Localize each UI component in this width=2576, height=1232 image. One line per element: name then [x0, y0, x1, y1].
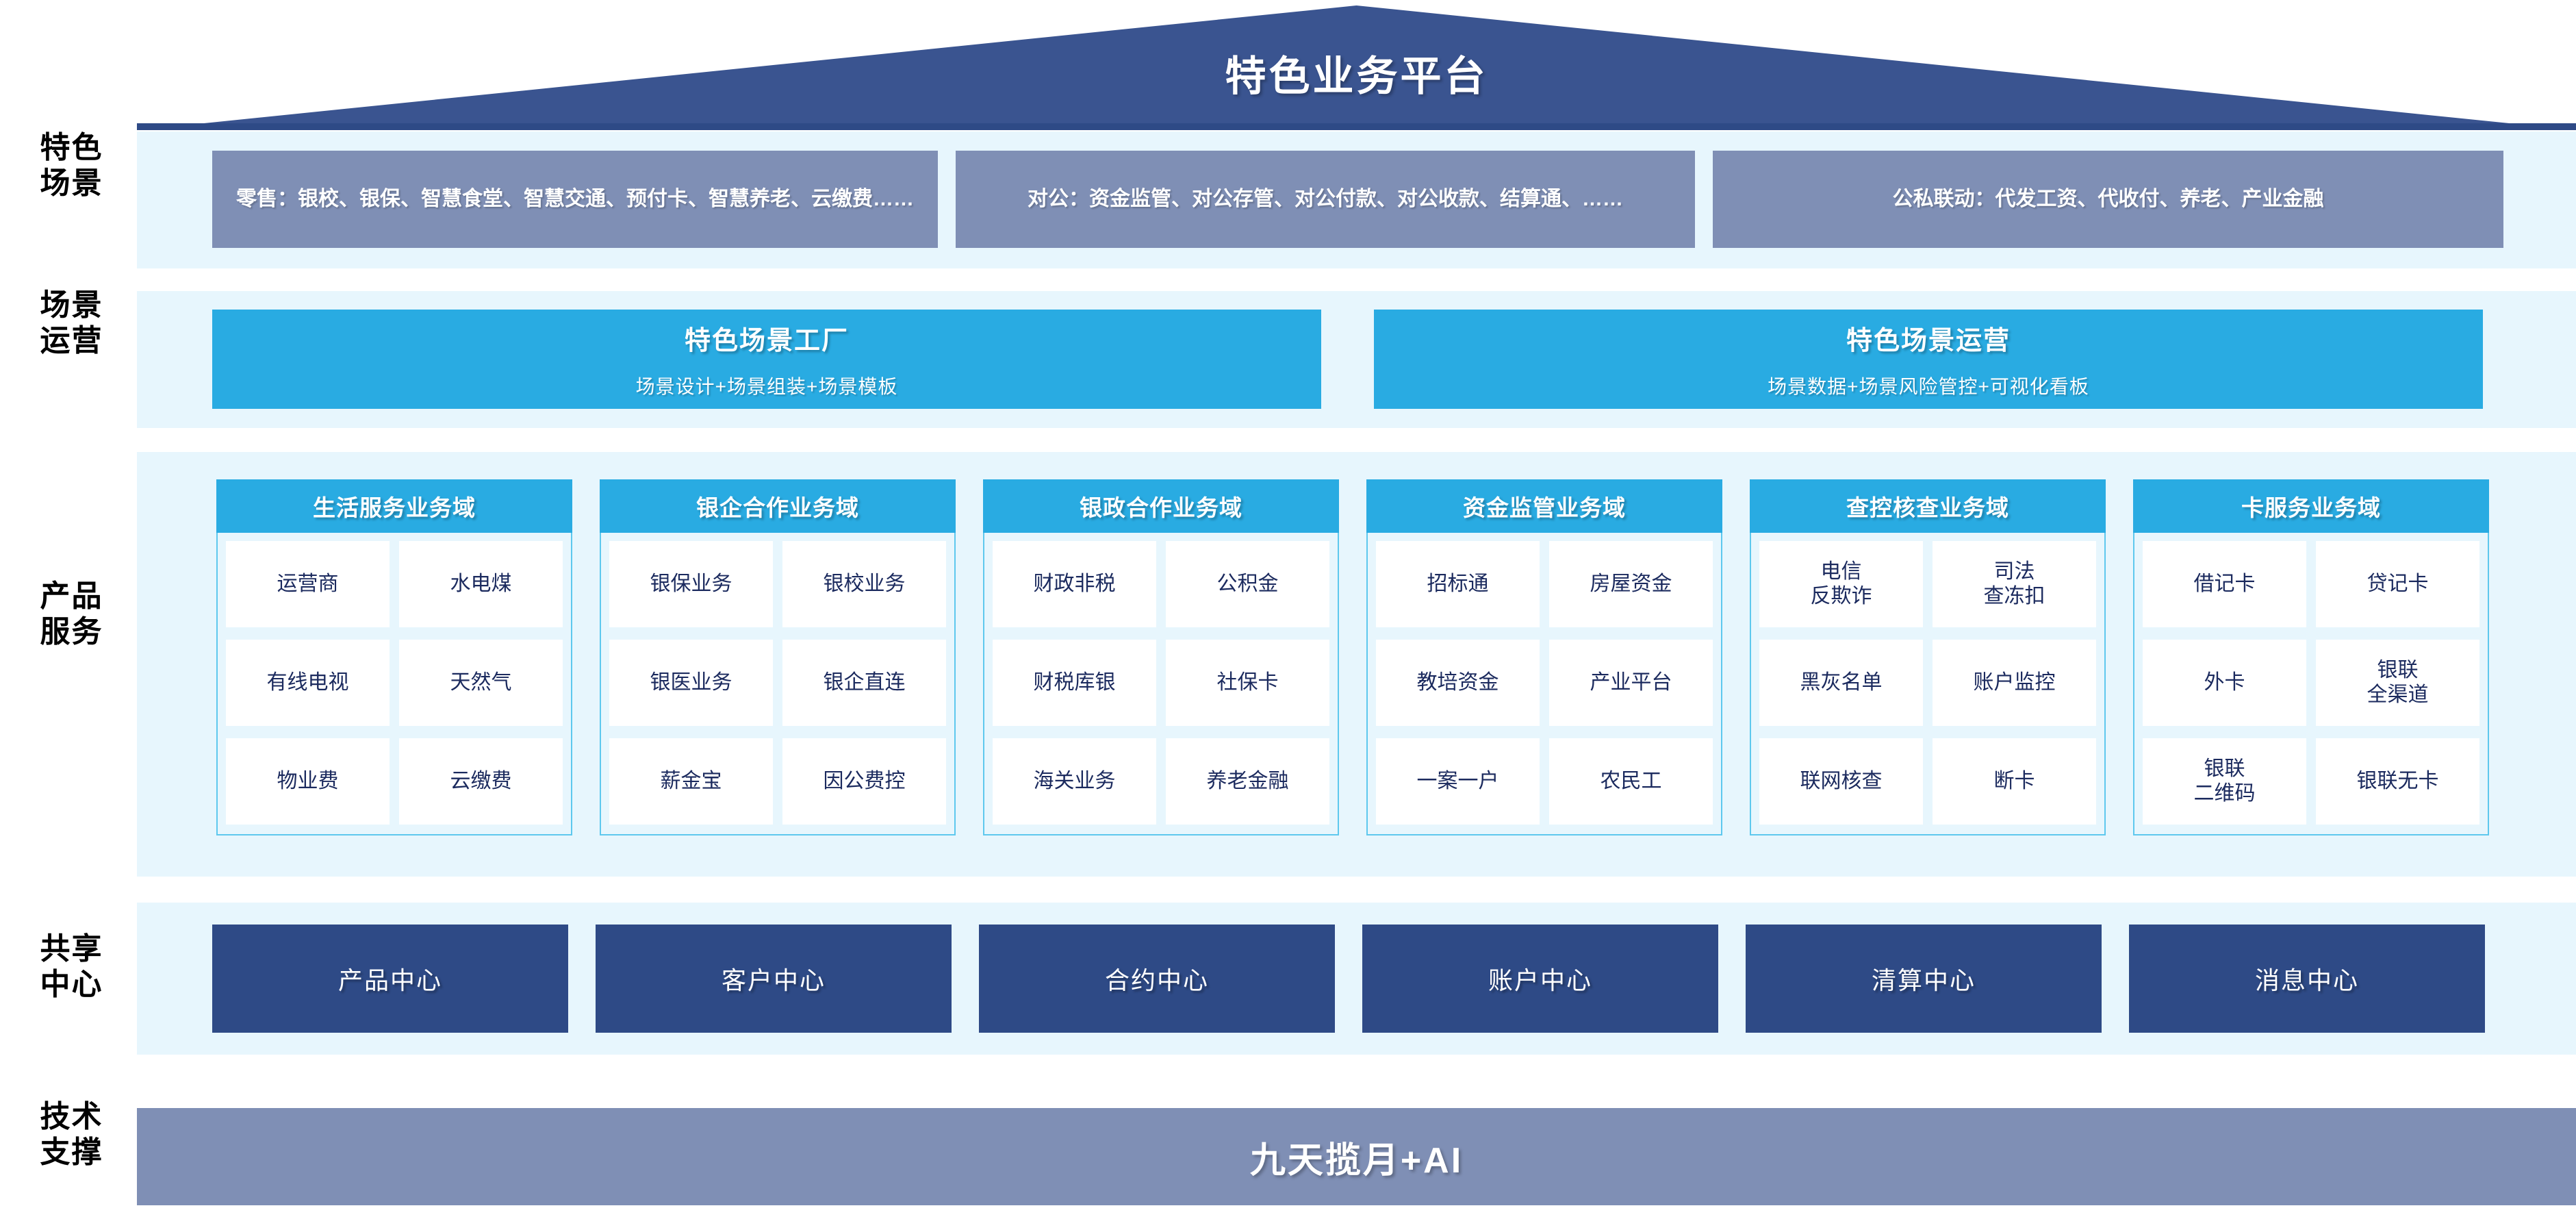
domain-item[interactable]: 招标通: [1376, 541, 1540, 627]
domain-item[interactable]: 物业费: [226, 738, 390, 825]
row-label-tech-support-line2: 支撑: [40, 1135, 103, 1169]
shared-center-message[interactable]: 消息中心: [2129, 925, 2485, 1033]
domain-item[interactable]: 银联无卡: [2316, 738, 2479, 825]
scenario-box-corporate[interactable]: 对公：资金监管、对公存管、对公付款、对公收款、结算通、……: [956, 151, 1695, 248]
row-label-shared-centers: 共享 中心: [8, 931, 135, 1003]
platform-roof-banner: 特色业务平台: [137, 5, 2576, 130]
domain-item[interactable]: 教培资金: [1376, 640, 1540, 726]
domain-life-service-grid: 运营商 水电煤 有线电视 天然气 物业费 云缴费: [226, 541, 563, 825]
shared-center-band: 产品中心 客户中心 合约中心 账户中心 清算中心 消息中心: [137, 903, 2576, 1055]
domain-item[interactable]: 财税库银: [993, 640, 1156, 726]
shared-center-contract[interactable]: 合约中心: [979, 925, 1335, 1033]
row-label-scenarios: 特色 场景: [8, 130, 135, 201]
domain-item[interactable]: 因公费控: [782, 738, 946, 825]
shared-center-account[interactable]: 账户中心: [1362, 925, 1718, 1033]
row-label-shared-centers-line1: 共享: [40, 932, 103, 966]
scenario-box-public-private[interactable]: 公私联动：代发工资、代收付、养老、产业金融: [1713, 151, 2503, 248]
operation-operation-title: 特色场景运营: [1846, 327, 2011, 355]
domain-item[interactable]: 银企直连: [782, 640, 946, 726]
shared-center-settlement[interactable]: 清算中心: [1746, 925, 2102, 1033]
domain-item[interactable]: 薪金宝: [609, 738, 773, 825]
row-label-operations: 场景 运营: [8, 288, 135, 359]
domain-item[interactable]: 有线电视: [226, 640, 390, 726]
domain-item[interactable]: 联网核查: [1759, 738, 1923, 825]
domain-card-service-grid: 借记卡 贷记卡 外卡 银联 全渠道 银联 二维码 银联无卡: [2143, 541, 2479, 825]
domain-bank-enterprise-title: 银企合作业务域: [600, 479, 956, 533]
domain-item[interactable]: 贷记卡: [2316, 541, 2479, 627]
page-title: 特色业务平台: [1225, 53, 1488, 99]
domain-item[interactable]: 借记卡: [2143, 541, 2306, 627]
scenario-band: 零售：银校、银保、智慧食堂、智慧交通、预付卡、智慧养老、云缴费…… 对公：资金监…: [137, 131, 2576, 268]
tech-support-bar[interactable]: 九天揽月+AI: [137, 1108, 2576, 1205]
domain-bank-government-grid: 财政非税 公积金 财税库银 社保卡 海关业务 养老金融: [993, 541, 1329, 825]
scenario-box-retail[interactable]: 零售：银校、银保、智慧食堂、智慧交通、预付卡、智慧养老、云缴费……: [212, 151, 938, 248]
shared-center-product[interactable]: 产品中心: [212, 925, 568, 1033]
domain-item[interactable]: 运营商: [226, 541, 390, 627]
domain-item[interactable]: 外卡: [2143, 640, 2306, 726]
domain-item[interactable]: 养老金融: [1166, 738, 1329, 825]
domain-item[interactable]: 海关业务: [993, 738, 1156, 825]
domain-item[interactable]: 黑灰名单: [1759, 640, 1923, 726]
row-label-scenarios-line2: 场景: [40, 166, 103, 200]
domain-bank-government-title: 银政合作业务域: [983, 479, 1339, 533]
operation-box-scene-factory[interactable]: 特色场景工厂 场景设计+场景组装+场景模板: [212, 310, 1321, 409]
domain-item[interactable]: 银联 二维码: [2143, 738, 2306, 825]
domain-bank-enterprise[interactable]: 银企合作业务域 银保业务 银校业务 银医业务 银企直连 薪金宝 因公费控: [600, 479, 956, 835]
row-label-products-line1: 产品: [40, 579, 103, 613]
domain-item[interactable]: 银保业务: [609, 541, 773, 627]
domain-item[interactable]: 财政非税: [993, 541, 1156, 627]
domain-item[interactable]: 账户监控: [1933, 640, 2096, 726]
domain-item[interactable]: 银联 全渠道: [2316, 640, 2479, 726]
row-label-scenarios-line1: 特色: [40, 131, 103, 164]
domain-life-service-title: 生活服务业务域: [216, 479, 572, 533]
domain-item[interactable]: 银校业务: [782, 541, 946, 627]
domain-item[interactable]: 一案一户: [1376, 738, 1540, 825]
domain-item[interactable]: 银医业务: [609, 640, 773, 726]
domain-item[interactable]: 水电煤: [399, 541, 563, 627]
row-label-products-line2: 服务: [40, 614, 103, 649]
domain-investigation-control-title: 查控核查业务域: [1750, 479, 2106, 533]
row-label-products: 产品 服务: [8, 579, 135, 650]
operation-box-scene-operation[interactable]: 特色场景运营 场景数据+场景风险管控+可视化看板: [1374, 310, 2483, 409]
domain-item[interactable]: 电信 反欺诈: [1759, 541, 1923, 627]
domain-investigation-control[interactable]: 查控核查业务域 电信 反欺诈 司法 查冻扣 黑灰名单 账户监控 联网核查 断卡: [1750, 479, 2106, 835]
domain-item[interactable]: 公积金: [1166, 541, 1329, 627]
domain-card-service[interactable]: 卡服务业务域 借记卡 贷记卡 外卡 银联 全渠道 银联 二维码 银联无卡: [2133, 479, 2489, 835]
domain-item[interactable]: 房屋资金: [1549, 541, 1713, 627]
row-label-tech-support: 技术 支撑: [8, 1099, 135, 1170]
operation-factory-subtitle: 场景设计+场景组装+场景模板: [635, 376, 898, 397]
domain-investigation-control-grid: 电信 反欺诈 司法 查冻扣 黑灰名单 账户监控 联网核查 断卡: [1759, 541, 2096, 825]
roof-shape-icon: [137, 5, 2576, 130]
domain-item[interactable]: 司法 查冻扣: [1933, 541, 2096, 627]
operations-band: 特色场景工厂 场景设计+场景组装+场景模板 特色场景运营 场景数据+场景风险管控…: [137, 291, 2576, 428]
domain-bank-enterprise-grid: 银保业务 银校业务 银医业务 银企直连 薪金宝 因公费控: [609, 541, 946, 825]
domain-fund-supervision[interactable]: 资金监管业务域 招标通 房屋资金 教培资金 产业平台 一案一户 农民工: [1366, 479, 1722, 835]
domain-bank-government[interactable]: 银政合作业务域 财政非税 公积金 财税库银 社保卡 海关业务 养老金融: [983, 479, 1339, 835]
domain-card-service-title: 卡服务业务域: [2133, 479, 2489, 533]
domain-item[interactable]: 社保卡: [1166, 640, 1329, 726]
row-label-operations-line2: 运营: [40, 323, 103, 357]
row-label-tech-support-line1: 技术: [40, 1100, 103, 1133]
operation-operation-subtitle: 场景数据+场景风险管控+可视化看板: [1768, 376, 2089, 397]
row-label-operations-line1: 场景: [40, 288, 103, 322]
domain-fund-supervision-grid: 招标通 房屋资金 教培资金 产业平台 一案一户 农民工: [1376, 541, 1713, 825]
operation-factory-title: 特色场景工厂: [684, 327, 849, 355]
row-label-shared-centers-line2: 中心: [40, 967, 103, 1001]
shared-center-customer[interactable]: 客户中心: [596, 925, 952, 1033]
domain-item[interactable]: 产业平台: [1549, 640, 1713, 726]
domain-item[interactable]: 天然气: [399, 640, 563, 726]
domain-fund-supervision-title: 资金监管业务域: [1366, 479, 1722, 533]
domain-life-service[interactable]: 生活服务业务域 运营商 水电煤 有线电视 天然气 物业费 云缴费: [216, 479, 572, 835]
domain-item[interactable]: 农民工: [1549, 738, 1713, 825]
domain-item[interactable]: 云缴费: [399, 738, 563, 825]
domain-item[interactable]: 断卡: [1933, 738, 2096, 825]
